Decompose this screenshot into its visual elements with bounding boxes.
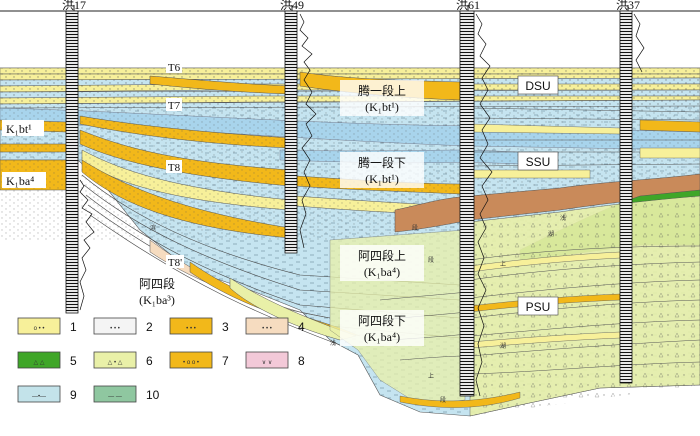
sequence-dsu: DSU bbox=[525, 79, 550, 93]
horizon-t8-prime: T8' bbox=[168, 257, 182, 269]
pale-green-texture bbox=[470, 196, 700, 416]
unit-label-lower-tengyi: 腾一段下 (K₁bt¹) bbox=[340, 152, 424, 188]
horizon-labels: T6 T7 T8 T8' bbox=[166, 60, 184, 269]
svg-text:9: 9 bbox=[70, 388, 77, 402]
svg-text:湖: 湖 bbox=[548, 230, 554, 238]
left-label-bt: K₁bt¹ bbox=[6, 122, 32, 136]
legend-item-8: ∨ ∨ 8 bbox=[245, 351, 305, 369]
legend: o • • 1 • • • 2 • • • 3 • • • 4 △ △ 5 △ … bbox=[17, 317, 305, 403]
svg-text:浅: 浅 bbox=[560, 214, 566, 222]
legend-item-9: —•— 9 bbox=[17, 385, 77, 403]
well-column-h61 bbox=[459, 10, 475, 397]
facies-words: 滨 浅 段 上 湖 段 上 浅 湖 段 bbox=[150, 214, 566, 404]
well-label-h49: 洪49 bbox=[280, 0, 304, 12]
svg-text:上: 上 bbox=[500, 260, 506, 268]
svg-text:o • •: o • • bbox=[34, 326, 45, 332]
left-label-ba: K₁ba⁴ bbox=[6, 174, 34, 188]
svg-text:阿四段: 阿四段 bbox=[139, 276, 175, 291]
svg-text:段: 段 bbox=[412, 224, 418, 232]
well-column-h17 bbox=[65, 10, 79, 314]
svg-text:10: 10 bbox=[146, 388, 160, 402]
svg-text:(K₁ba⁴): (K₁ba⁴) bbox=[364, 265, 400, 279]
well-label-h37: 洪37 bbox=[616, 0, 640, 12]
svg-text:上: 上 bbox=[428, 372, 434, 380]
svg-text:段: 段 bbox=[440, 396, 446, 404]
well-column-h49 bbox=[284, 10, 298, 254]
svg-text:7: 7 bbox=[222, 354, 229, 368]
svg-text:8: 8 bbox=[298, 354, 305, 368]
right-yellow-beds bbox=[399, 119, 700, 408]
svg-text:(K₁bt¹): (K₁bt¹) bbox=[365, 172, 399, 186]
svg-text:• o o •: • o o • bbox=[183, 360, 199, 366]
svg-text:∨ ∨: ∨ ∨ bbox=[262, 360, 272, 366]
svg-text:5: 5 bbox=[70, 354, 77, 368]
svg-text:浅: 浅 bbox=[330, 339, 336, 347]
svg-text:腾一段下: 腾一段下 bbox=[358, 155, 406, 170]
svg-text:△ △: △ △ bbox=[34, 360, 45, 366]
sequence-ssu: SSU bbox=[526, 155, 551, 169]
unit-label-upper-asi: 阿四段上 (K₁ba⁴) bbox=[340, 245, 424, 281]
svg-text:(K₁bt¹): (K₁bt¹) bbox=[365, 100, 399, 114]
left-ba-box bbox=[2, 172, 46, 188]
legend-item-6: △ • △ 6 bbox=[93, 351, 153, 369]
svg-text:(K₁ba³): (K₁ba³) bbox=[139, 293, 175, 307]
svg-text:阿四段上: 阿四段上 bbox=[358, 248, 406, 263]
legend-item-1: o • • 1 bbox=[17, 317, 77, 335]
unit-label-lower-asi: 阿四段下 (K₁ba⁴) bbox=[340, 310, 424, 346]
well-label-h17: 洪17 bbox=[62, 0, 86, 12]
svg-text:• • •: • • • bbox=[262, 326, 272, 332]
horizon-t8: T8 bbox=[168, 162, 181, 174]
sequence-labels: DSU SSU PSU bbox=[517, 75, 559, 316]
unit-label-asi: 阿四段 (K₁ba³) bbox=[139, 276, 175, 307]
svg-text:湖: 湖 bbox=[500, 342, 506, 350]
horizon-t7: T7 bbox=[168, 100, 181, 112]
well-columns bbox=[65, 10, 633, 397]
svg-text:(K₁ba⁴): (K₁ba⁴) bbox=[364, 330, 400, 344]
well-label-h61: 洪61 bbox=[456, 0, 480, 12]
svg-text:△ • △: △ • △ bbox=[108, 360, 123, 366]
svg-text:—•—: —•— bbox=[32, 394, 46, 400]
svg-text:3: 3 bbox=[222, 320, 229, 334]
svg-text:腾一段上: 腾一段上 bbox=[358, 83, 406, 98]
legend-item-2: • • • 2 bbox=[93, 317, 153, 335]
legend-item-7: • o o • 7 bbox=[169, 351, 229, 369]
svg-text:• • •: • • • bbox=[110, 326, 120, 332]
legend-item-3: • • • 3 bbox=[169, 317, 229, 335]
legend-item-5: △ △ 5 bbox=[17, 351, 77, 369]
legend-item-10: — — 10 bbox=[93, 385, 160, 403]
sequence-psu: PSU bbox=[526, 300, 551, 314]
well-log-curves bbox=[79, 13, 645, 397]
well-column-h37 bbox=[619, 10, 633, 384]
svg-text:• • •: • • • bbox=[186, 326, 196, 332]
svg-text:2: 2 bbox=[146, 320, 153, 334]
unit-label-upper-tengyi: 腾一段上 (K₁bt¹) bbox=[340, 80, 424, 116]
svg-text:— —: — — bbox=[108, 394, 122, 400]
horizon-t6: T6 bbox=[168, 62, 181, 74]
svg-text:1: 1 bbox=[70, 320, 77, 334]
legend-item-4: • • • 4 bbox=[245, 317, 305, 335]
svg-text:滨: 滨 bbox=[150, 224, 156, 232]
top-axis bbox=[0, 5, 700, 12]
svg-text:段: 段 bbox=[428, 256, 434, 264]
svg-text:6: 6 bbox=[146, 354, 153, 368]
left-bt-box bbox=[2, 120, 44, 136]
svg-text:4: 4 bbox=[298, 320, 305, 334]
svg-text:阿四段下: 阿四段下 bbox=[358, 313, 406, 328]
